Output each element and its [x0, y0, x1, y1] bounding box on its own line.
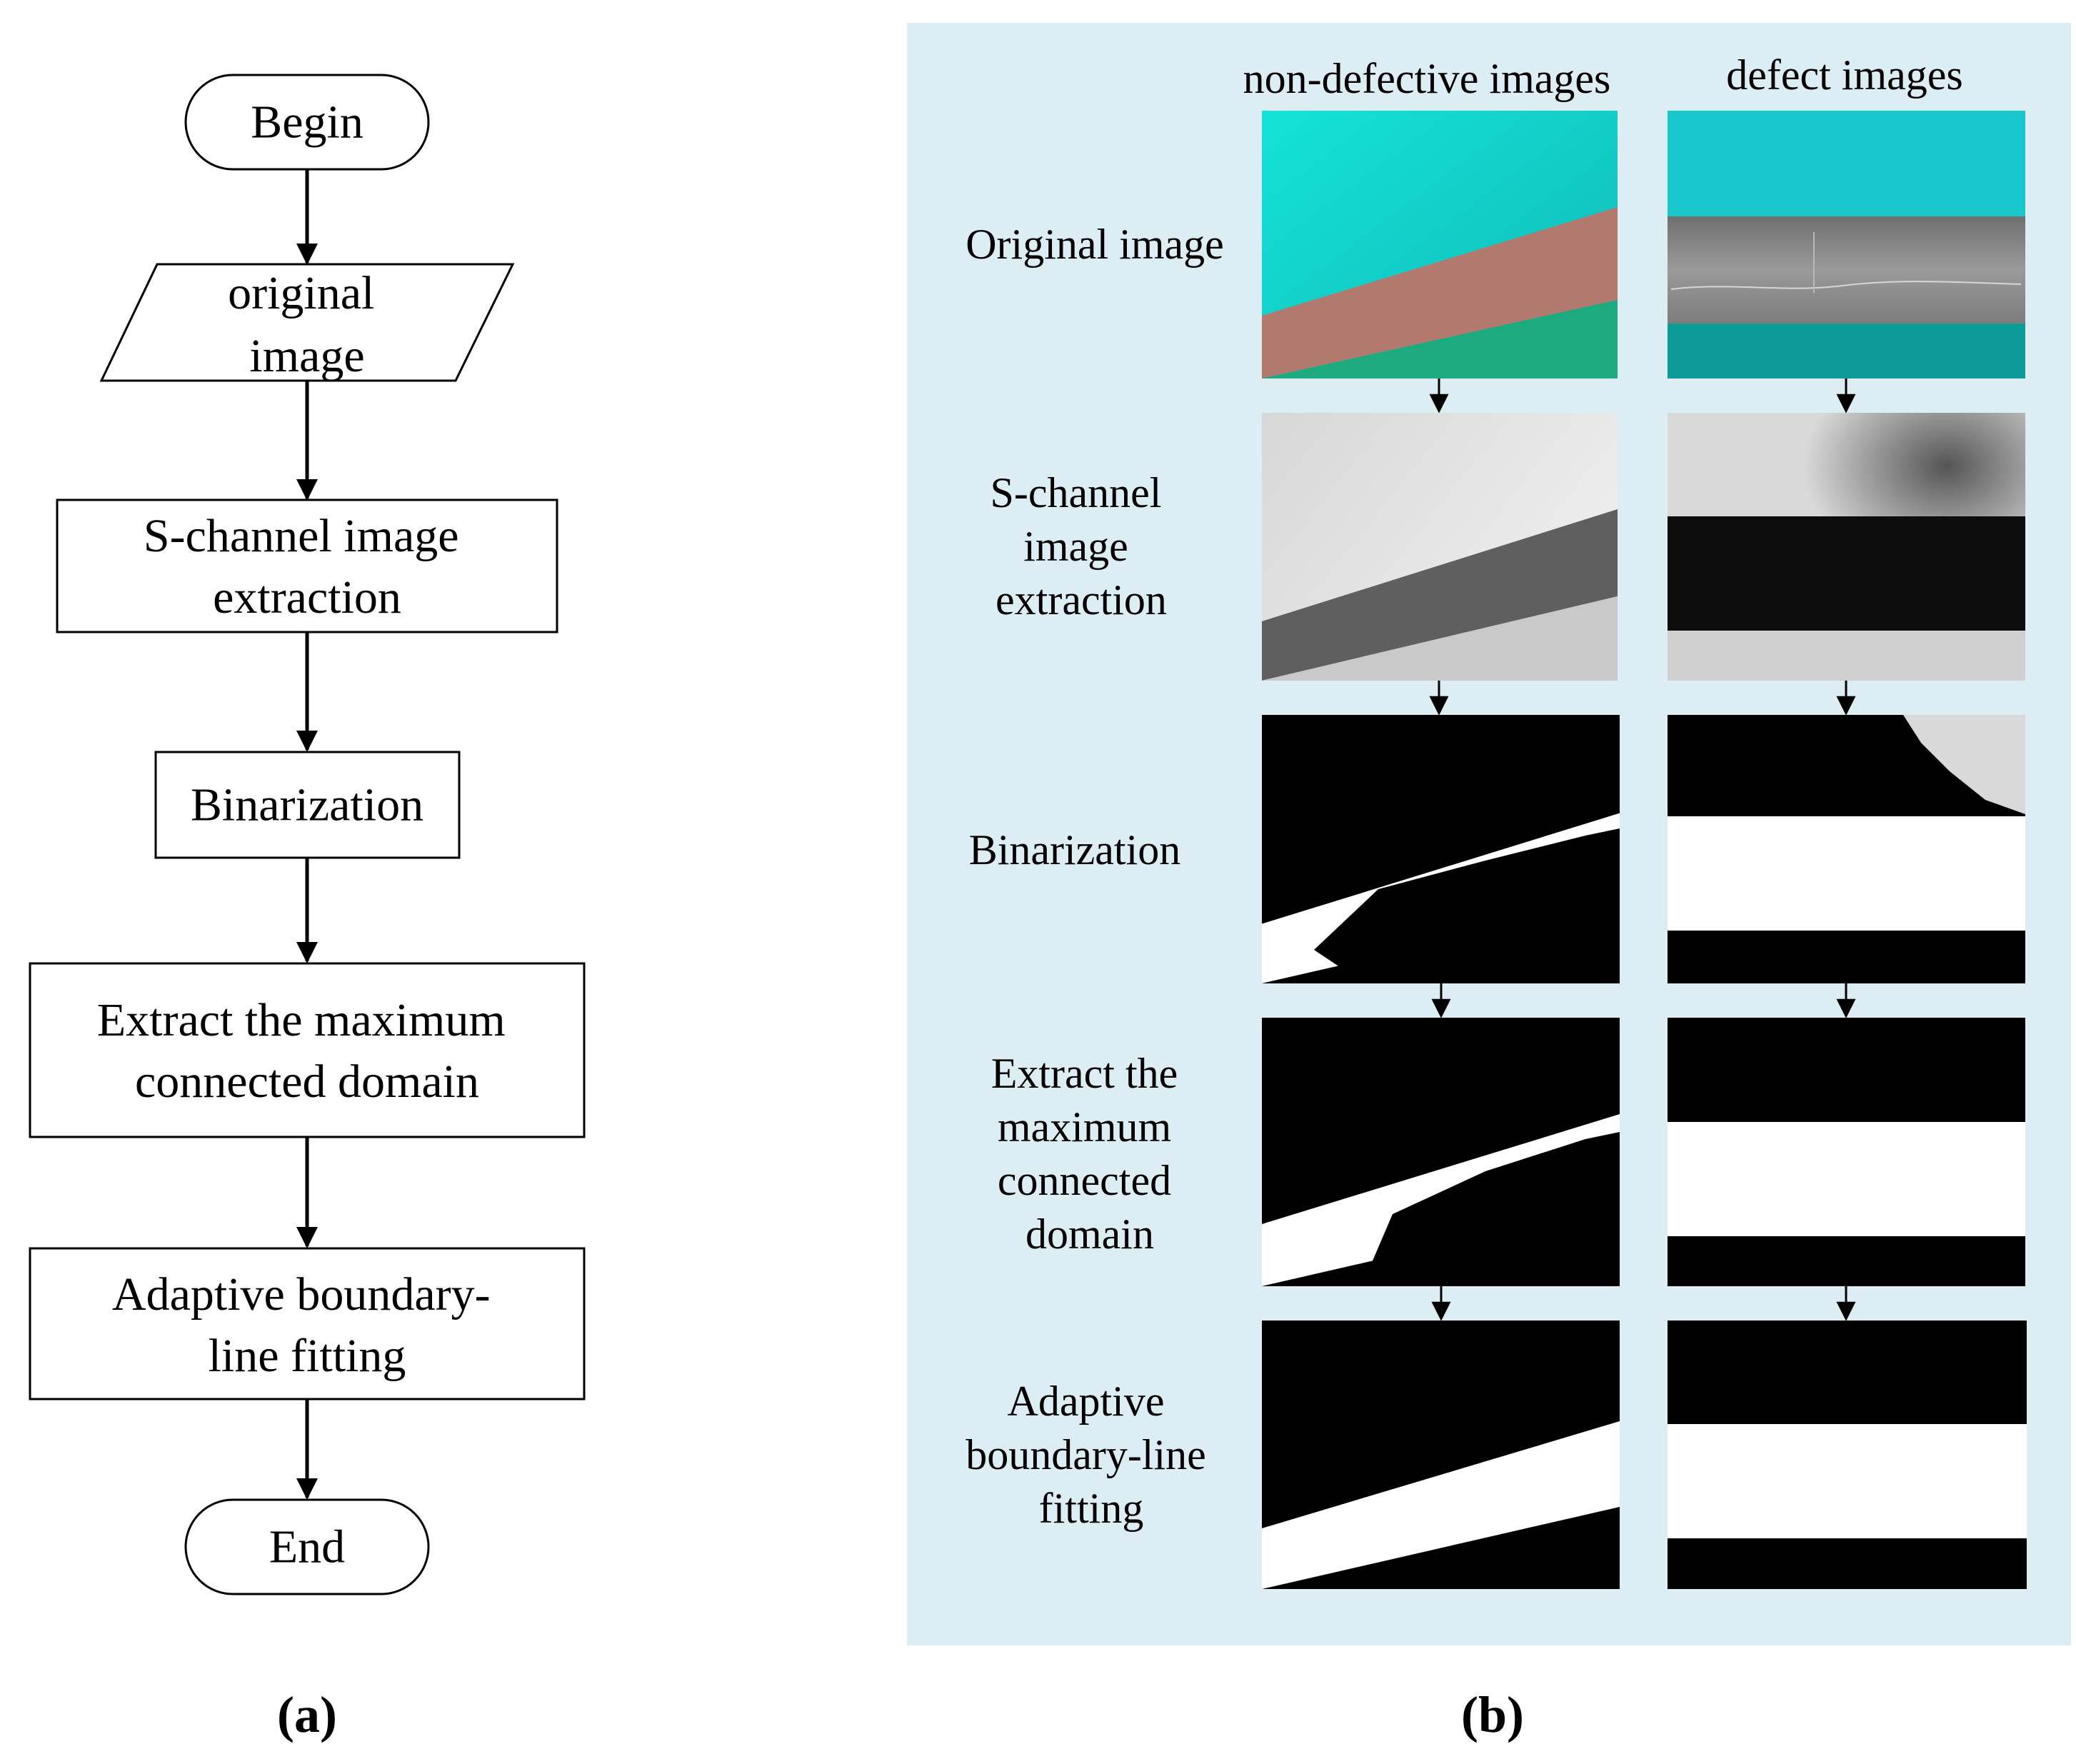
max-domain-process	[29, 962, 586, 1138]
end-label: End	[269, 1521, 345, 1573]
fitting-process	[29, 1247, 586, 1400]
max-domain-non-defective-image	[1262, 1018, 1620, 1286]
s-channel-non-defective-image	[1262, 413, 1618, 681]
flowchart: Begin original image S-channel image ext…	[29, 74, 586, 1743]
s-channel-defect-image	[1668, 413, 2025, 681]
binarization-non-defective-image	[1261, 715, 1620, 983]
s-channel-process	[56, 498, 558, 633]
binarization-label: Binarization	[191, 779, 423, 831]
binarization-process	[154, 751, 461, 859]
row-label-binarization: Binarization	[969, 826, 1181, 873]
input-label: original image	[228, 267, 386, 382]
header-non-defective: non-defective images	[1243, 55, 1611, 102]
fitting-non-defective-image	[1262, 1321, 1620, 1589]
original-defect-image	[1668, 111, 2025, 379]
max-domain-label: Extract the maximum connected domain	[97, 994, 517, 1108]
caption-b: (b)	[1461, 1686, 1524, 1743]
original-non-defective-image	[1262, 111, 1618, 379]
image-panel: non-defective images defect images Origi…	[907, 23, 2071, 1743]
binarization-defect-image	[1668, 715, 2025, 983]
input-parallelogram	[99, 263, 515, 382]
fitting-defect-image	[1668, 1321, 2027, 1589]
end-terminal	[184, 1498, 430, 1595]
s-channel-label: S-channel image extraction	[144, 510, 471, 623]
caption-a: (a)	[277, 1686, 337, 1743]
fitting-label: Adaptive boundary- line fitting	[112, 1268, 502, 1382]
header-defect: defect images	[1726, 51, 1963, 99]
begin-label: Begin	[251, 96, 363, 149]
row-label-max-domain: Extract the maximum connected domain	[991, 1050, 1189, 1258]
row-label-original: Original image	[966, 221, 1224, 268]
max-domain-defect-image	[1668, 1018, 2025, 1286]
row-label-fitting: Adaptive boundary-line fitting	[966, 1378, 1217, 1532]
row-label-s-channel: S-channel image extraction	[991, 469, 1173, 623]
